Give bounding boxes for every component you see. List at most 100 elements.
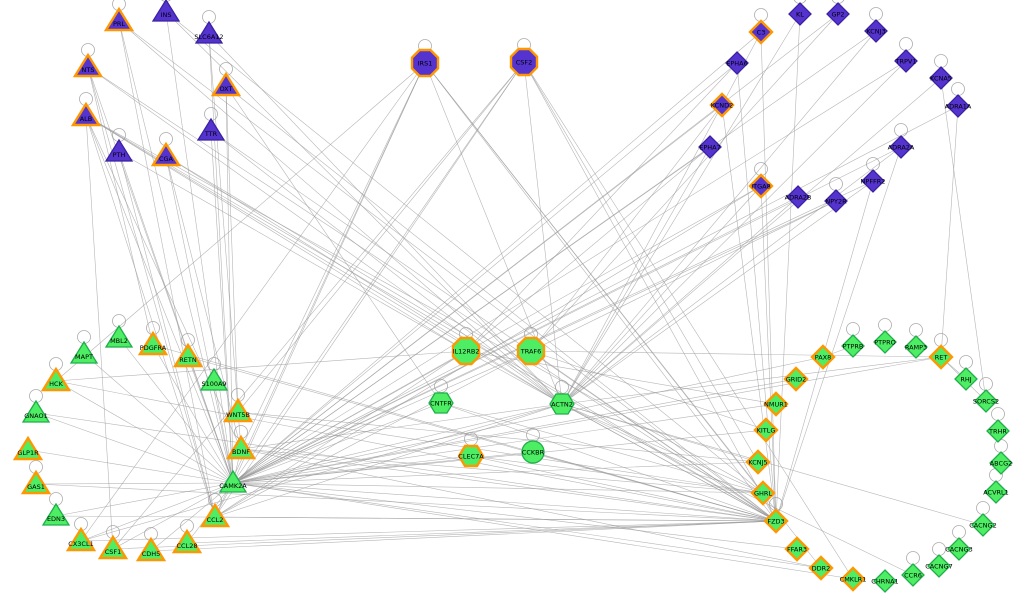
node-CCKBR[interactable]	[521, 440, 545, 464]
node-MAPT[interactable]	[69, 340, 99, 364]
edge	[35, 483, 777, 522]
node-GRID2[interactable]	[783, 366, 809, 392]
edge	[225, 85, 777, 522]
node-TRPV1[interactable]	[894, 49, 918, 73]
node-BDNF[interactable]	[225, 434, 257, 460]
edge	[232, 350, 532, 484]
node-RAMP3[interactable]	[904, 335, 928, 359]
node-KITLG[interactable]	[753, 417, 779, 443]
node-ADRA1A[interactable]	[946, 94, 970, 118]
node-CACNG3[interactable]	[947, 537, 971, 561]
node-KCNJ3[interactable]	[864, 19, 888, 43]
node-GAS1[interactable]	[20, 469, 52, 495]
edge	[232, 105, 959, 484]
node-PTPRB[interactable]	[841, 334, 865, 358]
edge	[240, 448, 822, 569]
node-OXT[interactable]	[210, 71, 242, 97]
node-CLEC7A[interactable]	[457, 444, 485, 468]
node-ADRA2B[interactable]	[786, 185, 810, 209]
node-KL[interactable]	[788, 2, 812, 26]
node-GHRL[interactable]	[750, 480, 776, 506]
edge	[530, 350, 767, 431]
node-NPY2R[interactable]	[824, 189, 848, 213]
node-ABCG2[interactable]	[989, 451, 1013, 475]
node-PDGFRA[interactable]	[137, 330, 169, 356]
node-IRS1[interactable]	[410, 48, 440, 78]
node-GLP1R[interactable]	[12, 435, 44, 461]
edge	[775, 13, 801, 522]
edge	[213, 380, 234, 484]
node-ALB[interactable]	[70, 101, 102, 127]
node-TRAF6[interactable]	[516, 336, 546, 366]
node-GNAO1[interactable]	[21, 399, 51, 423]
node-SORCS2[interactable]	[974, 389, 998, 413]
node-ACVRL1[interactable]	[984, 480, 1008, 504]
node-CCL28[interactable]	[171, 528, 203, 554]
node-GP2[interactable]	[826, 2, 850, 26]
node-RET[interactable]	[928, 344, 954, 370]
node-EDN3[interactable]	[41, 502, 71, 526]
node-ADRA2A[interactable]	[889, 135, 913, 159]
node-INS[interactable]	[151, 0, 181, 22]
node-CCR6[interactable]	[901, 563, 925, 587]
node-CMKLR1[interactable]	[840, 566, 866, 592]
edge	[165, 155, 234, 484]
node-EPHA7[interactable]	[698, 135, 722, 159]
node-KCNJ5[interactable]	[745, 449, 771, 475]
self-loop-edge	[979, 377, 993, 391]
edge	[118, 151, 467, 352]
node-RHJ[interactable]	[954, 367, 978, 391]
node-TRHR[interactable]	[986, 419, 1010, 443]
edge	[440, 402, 764, 494]
edge	[561, 403, 984, 526]
node-DDR2[interactable]	[808, 555, 834, 581]
node-CX3CL1[interactable]	[65, 526, 97, 552]
node-EPHA6[interactable]	[725, 51, 749, 75]
node-CACNG7[interactable]	[927, 554, 951, 578]
edge	[152, 344, 234, 484]
node-CAMK2A[interactable]	[218, 469, 248, 493]
node-MBL2[interactable]	[104, 324, 134, 348]
edge	[55, 62, 426, 382]
node-S100A9[interactable]	[199, 367, 229, 391]
edge	[87, 66, 777, 522]
node-WNT5B[interactable]	[222, 397, 254, 423]
node-CACNG2[interactable]	[971, 513, 995, 537]
node-NTS[interactable]	[72, 52, 104, 78]
node-ACTN2[interactable]	[549, 393, 575, 415]
node-KCND2[interactable]	[709, 92, 735, 118]
node-FZD3[interactable]	[763, 508, 789, 534]
node-NMUR1[interactable]	[763, 391, 789, 417]
node-RETN[interactable]	[172, 342, 204, 368]
edge	[214, 185, 762, 518]
node-CSF1[interactable]	[97, 534, 129, 560]
node-PRL[interactable]	[103, 6, 135, 32]
node-PAX8[interactable]	[810, 344, 836, 370]
node-FFAR3[interactable]	[784, 536, 810, 562]
edge	[232, 146, 711, 484]
edge	[232, 482, 777, 522]
self-loop-edge	[994, 439, 1008, 453]
node-TTR[interactable]	[196, 117, 226, 141]
node-CCL2[interactable]	[199, 502, 231, 528]
node-KCNA5[interactable]	[929, 66, 953, 90]
node-CDH5[interactable]	[135, 536, 167, 562]
node-SLC6A12[interactable]	[194, 20, 224, 44]
node-CHRNA1[interactable]	[873, 569, 897, 593]
edge	[561, 403, 777, 522]
edge	[87, 66, 216, 518]
edge	[561, 30, 877, 405]
node-CSF2[interactable]	[509, 47, 539, 77]
node-PTPRO[interactable]	[873, 330, 897, 354]
node-C3[interactable]	[748, 19, 774, 45]
node-NPFFR2[interactable]	[861, 169, 885, 193]
node-CGA[interactable]	[150, 141, 182, 167]
node-IL12RB2[interactable]	[451, 336, 481, 366]
node-HCK[interactable]	[40, 366, 72, 392]
edge	[561, 196, 799, 405]
node-PTH[interactable]	[104, 138, 134, 162]
node-ITGA8[interactable]	[748, 173, 774, 199]
node-CNTFR[interactable]	[428, 392, 454, 414]
